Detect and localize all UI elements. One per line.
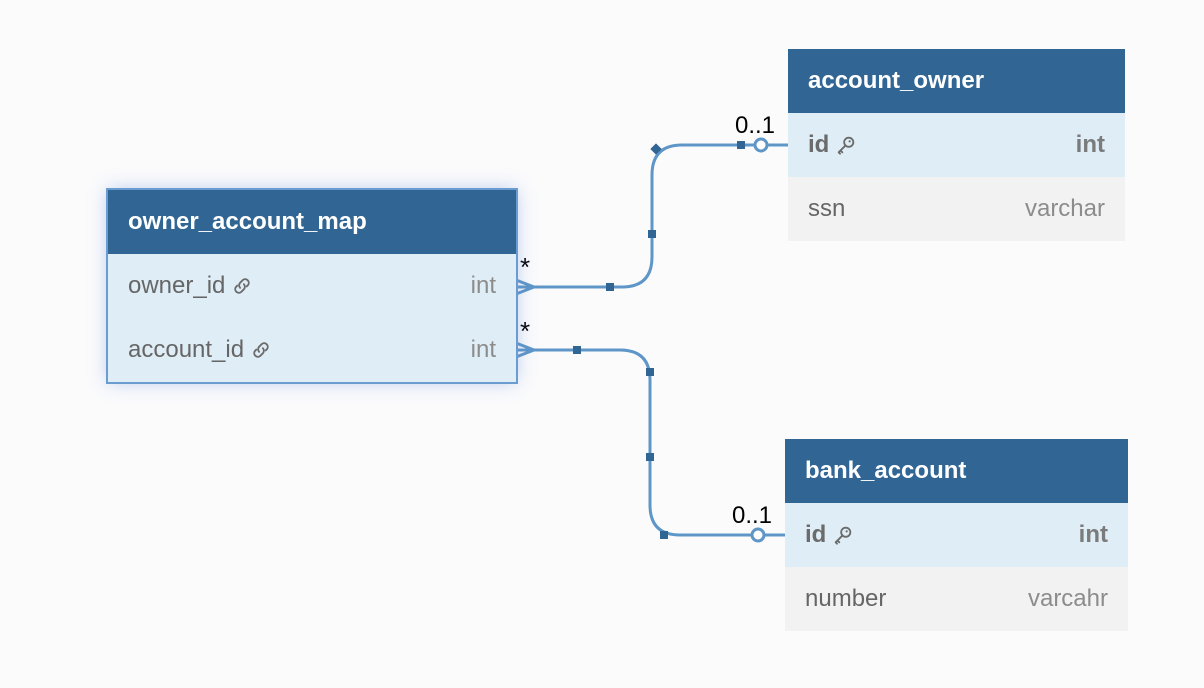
column-name-cell: account_id <box>128 318 272 382</box>
column-name-cell: ssn <box>808 177 845 241</box>
table-title[interactable]: account_owner <box>788 49 1125 113</box>
column-name-cell: id <box>808 113 857 177</box>
many-crowfoot-marker <box>515 341 539 359</box>
column-name: owner_id <box>128 272 226 299</box>
column-type: int <box>1078 521 1108 548</box>
zero-one-marker <box>750 527 766 543</box>
key-icon <box>835 526 852 545</box>
relationship-owner-to-account-owner[interactable] <box>515 137 788 296</box>
column-name: account_id <box>128 336 245 363</box>
column-type: varchar <box>1024 195 1105 222</box>
table-row[interactable]: account_id int <box>108 318 516 382</box>
table-title[interactable]: owner_account_map <box>108 190 516 254</box>
column-name-cell: owner_id <box>128 254 253 318</box>
relationship-account-to-bank-account[interactable] <box>515 341 785 543</box>
column-name: ssn <box>808 195 846 222</box>
column-name: id <box>808 131 830 158</box>
link-icon <box>234 278 251 294</box>
column-type: int <box>470 336 496 363</box>
many-crowfoot-marker <box>515 278 539 296</box>
zero-one-marker <box>753 137 769 153</box>
table-account-owner[interactable]: account_owner id int ssn varchar <box>788 49 1125 241</box>
column-name: id <box>805 521 827 548</box>
cardinality-many-account: * <box>520 316 531 346</box>
table-title[interactable]: bank_account <box>785 439 1128 503</box>
column-type: int <box>470 272 496 299</box>
link-icon <box>253 342 269 358</box>
table-row[interactable]: number varcahr <box>785 567 1128 631</box>
table-row[interactable]: ssn varchar <box>788 177 1125 241</box>
cardinality-many-owner: * <box>520 252 531 282</box>
cardinality-zero-one-owner: 0..1 <box>735 112 776 139</box>
column-name-cell: id <box>805 503 854 567</box>
column-name: number <box>805 585 887 612</box>
column-type: varcahr <box>1027 585 1108 612</box>
column-name-cell: number <box>805 567 886 631</box>
column-type: int <box>1075 131 1105 158</box>
table-row[interactable]: owner_id int <box>108 254 516 318</box>
key-icon <box>838 136 855 155</box>
table-row[interactable]: id int <box>788 113 1125 177</box>
table-bank-account[interactable]: bank_account id int number varcahr <box>785 439 1128 631</box>
cardinality-zero-one-bank: 0..1 <box>732 502 773 529</box>
table-row[interactable]: id int <box>785 503 1128 567</box>
table-owner-account-map[interactable]: owner_account_map owner_id int account_i… <box>106 188 518 384</box>
